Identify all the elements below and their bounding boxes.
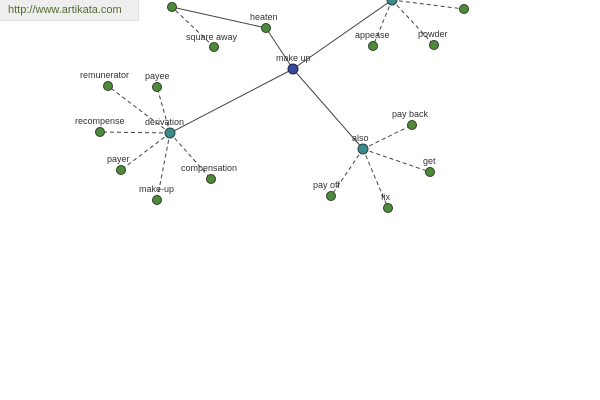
- node-make-up-leaf[interactable]: [152, 195, 162, 205]
- edge-square_away-top_left_leaf: [171, 6, 215, 48]
- node-label-payer[interactable]: payer: [107, 154, 130, 164]
- node-square-away[interactable]: [209, 42, 219, 52]
- node-label-recompense[interactable]: recompense: [75, 116, 125, 126]
- edge-top_hub-top_right_leaf: [391, 0, 465, 10]
- node-appease[interactable]: [368, 41, 378, 51]
- node-top-hub[interactable]: [386, 0, 398, 6]
- edge-also-pay_back: [362, 124, 413, 150]
- node-label-compensation[interactable]: compensation: [181, 163, 237, 173]
- edge-also-pay_off: [330, 148, 364, 197]
- node-label-pay-off[interactable]: pay off: [313, 180, 340, 190]
- edge-derivation-remunerator: [107, 85, 171, 134]
- node-remunerator[interactable]: [103, 81, 113, 91]
- node-payee[interactable]: [152, 82, 162, 92]
- edge-derivation-payer: [120, 132, 171, 171]
- node-pay-off[interactable]: [326, 191, 336, 201]
- node-label-make-up[interactable]: make up: [276, 53, 311, 63]
- node-powder[interactable]: [429, 40, 439, 50]
- edge-derivation-compensation: [169, 132, 212, 180]
- edge-make_up-derivation: [169, 68, 294, 134]
- edge-make_up-heaten: [265, 27, 294, 70]
- node-label-get[interactable]: get: [423, 156, 436, 166]
- edge-make_up-also: [292, 68, 364, 150]
- edge-derivation-recompense: [99, 131, 171, 134]
- node-label-derivation[interactable]: derivation: [145, 117, 184, 127]
- node-fix[interactable]: [383, 203, 393, 213]
- edge-layer: [99, 0, 465, 209]
- node-top-left-leaf[interactable]: [167, 2, 177, 12]
- edge-also-fix: [362, 148, 389, 209]
- edge-top_hub-powder: [391, 0, 435, 46]
- node-payer[interactable]: [116, 165, 126, 175]
- node-get[interactable]: [425, 167, 435, 177]
- node-recompense[interactable]: [95, 127, 105, 137]
- watermark-text: http://www.artikata.com: [0, 0, 139, 21]
- node-heaten[interactable]: [261, 23, 271, 33]
- node-label-payee[interactable]: payee: [145, 71, 170, 81]
- edge-heaten-top_left_leaf: [171, 6, 267, 29]
- node-label-fix[interactable]: fix: [381, 192, 391, 202]
- edge-also-get: [362, 148, 431, 173]
- node-label-also[interactable]: also: [352, 133, 369, 143]
- node-label-heaten[interactable]: heaten: [250, 12, 278, 22]
- node-make-up[interactable]: [287, 63, 299, 75]
- edge-top_hub-appease: [372, 0, 393, 47]
- edge-make_up-top_hub: [292, 0, 393, 70]
- edge-derivation-payee: [156, 86, 171, 134]
- node-also[interactable]: [357, 143, 369, 155]
- node-compensation[interactable]: [206, 174, 216, 184]
- node-label-powder[interactable]: powder: [418, 29, 448, 39]
- node-layer: make up derivation also heaten square away ap…: [75, 0, 469, 213]
- node-label-square-away[interactable]: square away: [186, 32, 238, 42]
- edge-derivation-make_up_leaf: [156, 132, 171, 201]
- node-label-make-up-leaf[interactable]: make-up: [139, 184, 174, 194]
- node-top-right-leaf[interactable]: [459, 4, 469, 14]
- node-label-pay-back[interactable]: pay back: [392, 109, 429, 119]
- node-label-remunerator[interactable]: remunerator: [80, 70, 129, 80]
- node-label-appease[interactable]: appease: [355, 30, 390, 40]
- node-derivation[interactable]: [164, 127, 176, 139]
- node-pay-back[interactable]: [407, 120, 417, 130]
